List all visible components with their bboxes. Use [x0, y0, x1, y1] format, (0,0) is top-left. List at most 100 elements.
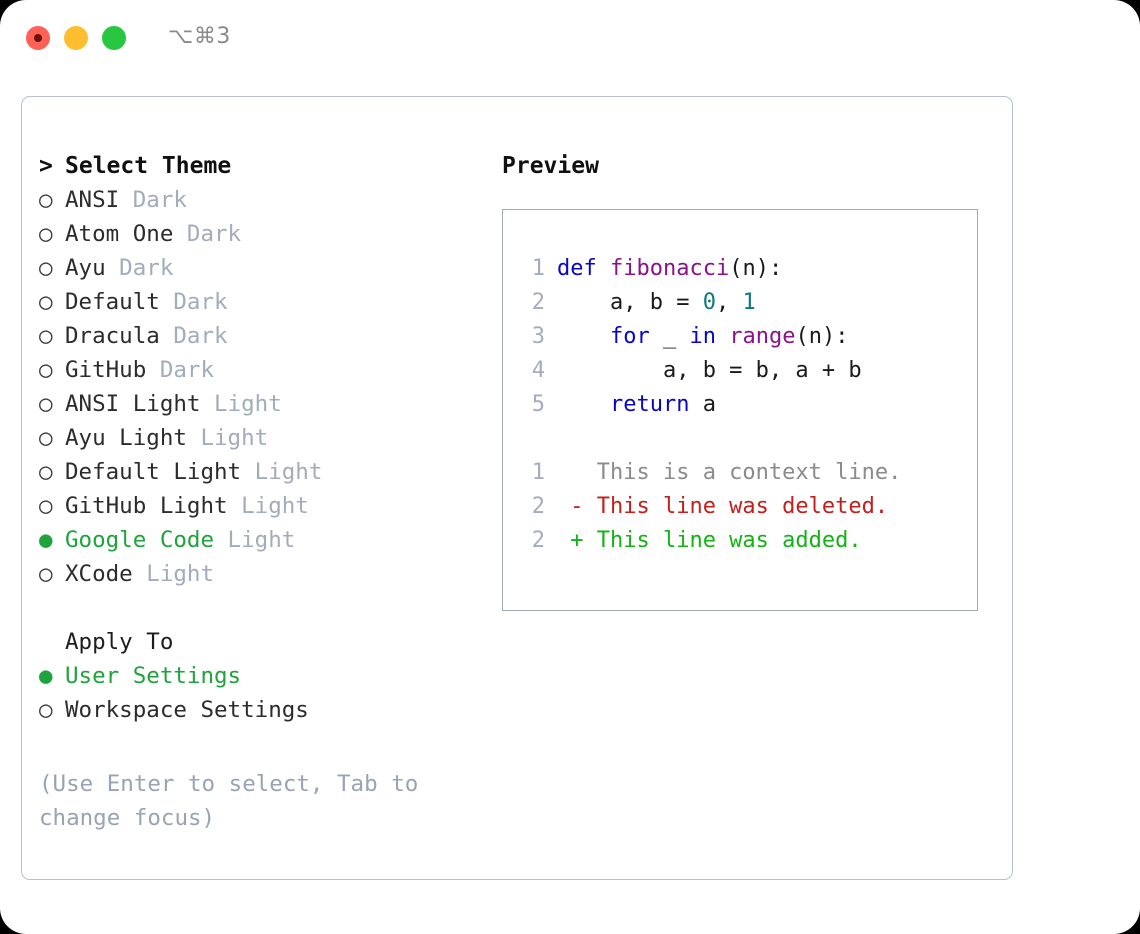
diff-line-text: + This line was added.	[557, 528, 862, 553]
hint-spacer	[39, 727, 479, 761]
code-token: for	[609, 324, 650, 349]
theme-option-name: Atom One	[65, 221, 174, 247]
code-line: 4 a, b = b, a + b	[503, 354, 977, 388]
code-line: 5 return a	[503, 388, 977, 422]
close-button[interactable]	[26, 26, 50, 50]
theme-option-variant: Light	[186, 425, 269, 451]
theme-option[interactable]: ○ Default Dark	[39, 285, 479, 319]
diff-sample: 1 This is a context line.2 - This line w…	[503, 456, 977, 558]
chevron-right-icon: >	[39, 153, 67, 179]
radio-unselected-icon: ○	[39, 697, 67, 723]
theme-option[interactable]: ○ ANSI Dark	[39, 183, 479, 217]
radio-unselected-icon: ○	[39, 255, 67, 281]
theme-option[interactable]: ○ XCode Light	[39, 557, 479, 591]
theme-option[interactable]: ○ Default Light Light	[39, 455, 479, 489]
code-token: range	[729, 324, 796, 349]
theme-option-variant: Light	[200, 391, 282, 417]
code-token: 0	[702, 290, 716, 315]
line-number: 2	[531, 494, 545, 519]
theme-option-name: GitHub	[65, 357, 147, 383]
theme-option-name: Google Code	[65, 527, 215, 553]
line-number: 2	[531, 528, 545, 553]
diff-line-text: This is a context line.	[557, 460, 902, 485]
code-token	[557, 392, 610, 417]
code-token	[557, 324, 610, 349]
title-bar: ⌥⌘3	[0, 0, 1140, 78]
theme-list-column: > Select Theme○ ANSI Dark○ Atom One Dark…	[39, 149, 479, 835]
apply-to-option[interactable]: ● User Settings	[39, 659, 479, 693]
radio-unselected-icon: ○	[39, 221, 67, 247]
line-number: 2	[531, 290, 545, 315]
code-token: a	[689, 392, 716, 417]
theme-option[interactable]: ○ Dracula Dark	[39, 319, 479, 353]
apply-to-option-label: Workspace Settings	[65, 697, 309, 723]
line-number: 1	[531, 460, 545, 485]
keyboard-shortcut-label: ⌥⌘3	[168, 24, 231, 49]
theme-option-variant: Dark	[159, 323, 228, 349]
theme-option[interactable]: ○ GitHub Light Light	[39, 489, 479, 523]
minimize-button[interactable]	[64, 26, 88, 50]
theme-option-name: ANSI Light	[65, 391, 201, 417]
apply-to-option-label: User Settings	[65, 663, 242, 689]
diff-line: 2 - This line was deleted.	[503, 490, 977, 524]
apply-to-title-indent	[39, 625, 65, 659]
theme-option[interactable]: ○ Atom One Dark	[39, 217, 479, 251]
code-token: a, b =	[557, 290, 703, 315]
line-number: 5	[531, 392, 545, 417]
theme-option[interactable]: ○ GitHub Dark	[39, 353, 479, 387]
radio-unselected-icon: ○	[39, 187, 67, 213]
code-token: a, b = b, a + b	[557, 358, 862, 383]
code-token: 1	[742, 290, 756, 315]
theme-option-variant: Dark	[146, 357, 215, 383]
theme-option-variant: Dark	[159, 289, 228, 315]
theme-option-variant: Dark	[105, 255, 174, 281]
theme-list-header-label: Select Theme	[65, 153, 232, 179]
window-controls	[26, 26, 126, 50]
code-token	[716, 324, 729, 349]
theme-option[interactable]: ○ Ayu Dark	[39, 251, 479, 285]
theme-option-name: GitHub Light	[65, 493, 228, 519]
theme-option-name: Ayu Light	[65, 425, 187, 451]
line-number: 4	[531, 358, 545, 383]
maximize-button[interactable]	[102, 26, 126, 50]
theme-option-variant: Light	[227, 493, 309, 519]
code-token: (n):	[729, 256, 783, 281]
theme-option[interactable]: ○ Ayu Light Light	[39, 421, 479, 455]
line-number: 1	[531, 256, 545, 281]
radio-unselected-icon: ○	[39, 323, 67, 349]
theme-option[interactable]: ● Google Code Light	[39, 523, 479, 557]
radio-unselected-icon: ○	[39, 391, 67, 417]
theme-option-name: Default Light	[65, 459, 242, 485]
theme-list: > Select Theme○ ANSI Dark○ Atom One Dark…	[39, 149, 479, 591]
theme-option-variant: Light	[214, 527, 296, 553]
diff-line: 2 + This line was added.	[503, 524, 977, 558]
theme-list-header: > Select Theme	[39, 149, 479, 183]
list-spacer	[39, 591, 479, 625]
radio-selected-icon: ●	[39, 527, 67, 553]
code-line: 2 a, b = 0, 1	[503, 286, 977, 320]
apply-to-option[interactable]: ○ Workspace Settings	[39, 693, 479, 727]
radio-unselected-icon: ○	[39, 289, 67, 315]
theme-option-variant: Light	[132, 561, 215, 587]
diff-line: 1 This is a context line.	[503, 456, 977, 490]
code-token: ,	[715, 290, 743, 315]
code-token: _	[649, 324, 690, 349]
theme-option[interactable]: ○ ANSI Light Light	[39, 387, 479, 421]
radio-unselected-icon: ○	[39, 425, 67, 451]
radio-unselected-icon: ○	[39, 561, 67, 587]
theme-option-name: Default	[65, 289, 160, 315]
line-number: 3	[531, 324, 545, 349]
radio-unselected-icon: ○	[39, 459, 67, 485]
code-token: in	[689, 324, 716, 349]
theme-option-variant: Light	[241, 459, 323, 485]
theme-option-name: Dracula	[65, 323, 160, 349]
help-text: (Use Enter to select, Tab to change focu…	[39, 771, 432, 831]
code-diff-separator	[503, 422, 977, 456]
theme-option-name: XCode	[65, 561, 133, 587]
theme-option-name: Ayu	[65, 255, 106, 281]
